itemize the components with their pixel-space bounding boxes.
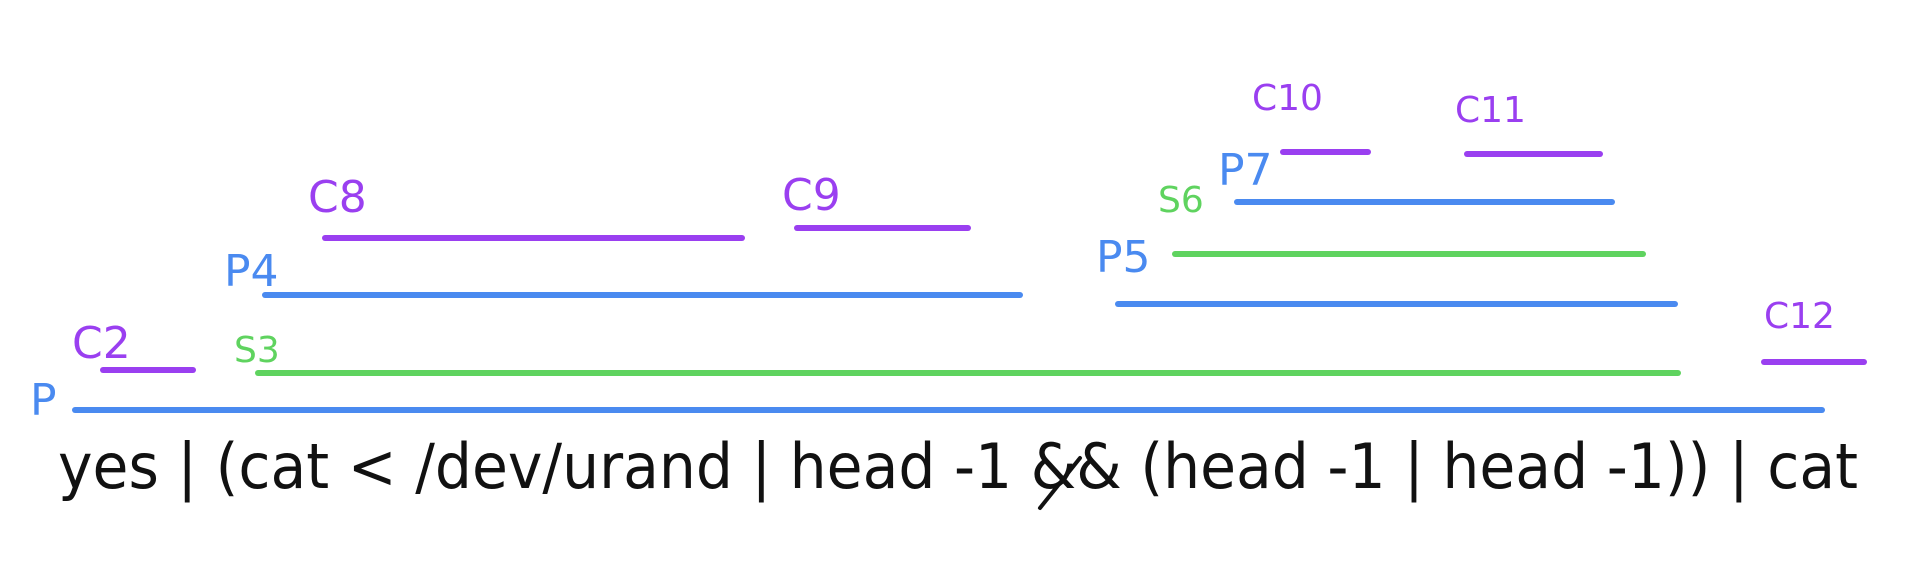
label-c8: C8: [308, 172, 367, 223]
label-c10: C10: [1252, 78, 1323, 119]
label-s6: S6: [1158, 180, 1204, 221]
label-s3: S3: [234, 330, 280, 371]
label-c2: C2: [72, 318, 131, 369]
label-p5: P5: [1096, 232, 1151, 283]
label-p: P: [30, 375, 57, 426]
command-line: yes | (cat < /dev/urand | head -1 && (he…: [58, 430, 1858, 504]
label-p4: P4: [224, 246, 279, 297]
label-c11: C11: [1455, 90, 1526, 131]
label-c9: C9: [782, 170, 841, 221]
label-p7: P7: [1218, 145, 1273, 196]
label-c12: C12: [1764, 296, 1835, 337]
strike-mark: [1038, 456, 1082, 510]
